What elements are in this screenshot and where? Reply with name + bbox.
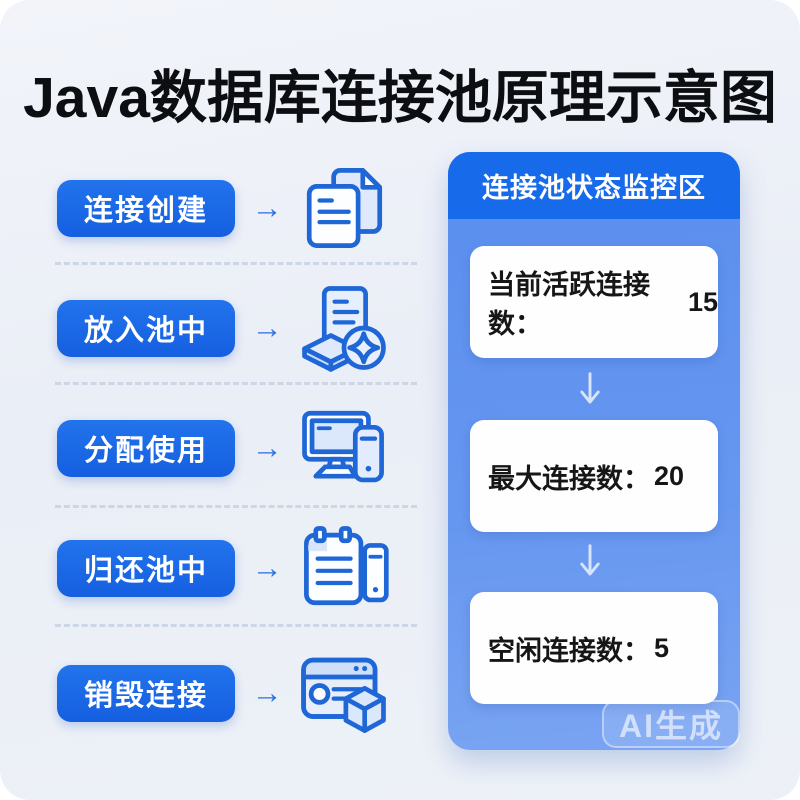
monitor-panel: 连接池状态监控区 当前活跃连接数： 15 最大连接数： 20 空闲连接数： 5	[448, 152, 740, 750]
right-arrow-icon: →	[251, 550, 283, 585]
computer-icon	[302, 410, 384, 483]
metric-label: 空闲连接数：	[488, 635, 650, 666]
dashed-divider	[55, 624, 417, 627]
metric-card-active: 当前活跃连接数： 15	[470, 246, 718, 358]
monitor-panel-title: 连接池状态监控区	[448, 152, 740, 219]
metric-value: 20	[654, 460, 685, 491]
metric-card-idle: 空闲连接数： 5	[470, 592, 718, 704]
metric-value: 5	[654, 632, 670, 663]
step-row-return: 归还池中 →	[57, 520, 419, 616]
pool-box-icon	[302, 286, 386, 372]
metric-label: 最大连接数：	[488, 463, 650, 494]
metric-label: 当前活跃连接数：	[488, 270, 650, 339]
right-arrow-icon: →	[251, 675, 283, 710]
step-row-pool: 放入池中 →	[57, 280, 419, 376]
page-title: Java数据库连接池原理示意图	[23, 66, 777, 130]
dashed-divider	[55, 505, 417, 508]
down-arrow-icon	[580, 544, 600, 576]
right-arrow-icon: →	[251, 190, 283, 225]
down-arrow-icon	[580, 372, 600, 404]
dashed-divider	[55, 262, 417, 265]
right-arrow-icon: →	[251, 430, 283, 465]
documents-icon	[306, 168, 383, 248]
metric-card-max: 最大连接数： 20	[470, 420, 718, 532]
step-label-return: 归还池中	[57, 539, 235, 597]
step-row-destroy: 销毁连接 →	[57, 645, 419, 741]
step-label-destroy: 销毁连接	[57, 664, 235, 722]
right-arrow-icon: →	[251, 310, 283, 345]
step-label-use: 分配使用	[57, 419, 235, 477]
step-label-create: 连接创建	[57, 179, 235, 237]
ai-generated-badge: AI生成	[602, 700, 740, 748]
metric-value: 15	[687, 286, 718, 317]
step-row-use: 分配使用 →	[57, 400, 419, 496]
dashed-divider	[55, 382, 417, 385]
step-label-pool: 放入池中	[57, 299, 235, 357]
browser-cube-icon	[301, 657, 386, 733]
step-row-create: 连接创建 →	[57, 160, 419, 256]
clipboard-phone-icon	[304, 526, 389, 606]
